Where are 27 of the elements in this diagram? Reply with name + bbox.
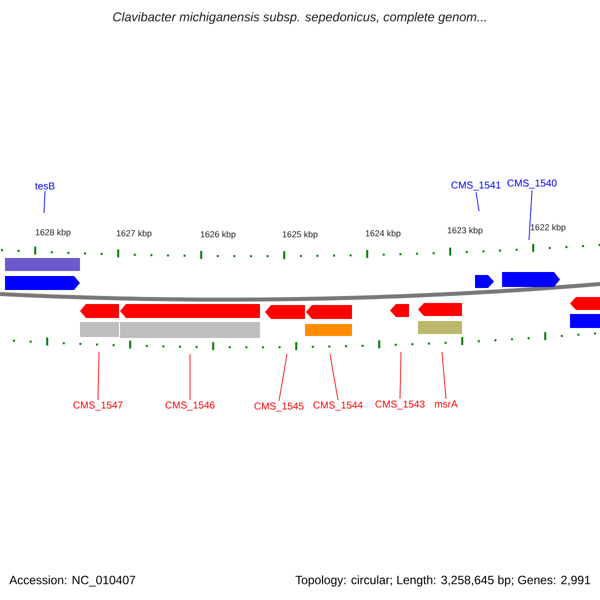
scale-label: 1628 kbp <box>36 228 70 238</box>
leader-line <box>278 354 288 402</box>
gene-label: tesB <box>35 182 54 190</box>
accession-text: Accession: NC_010407 <box>9 575 136 587</box>
leader-line <box>44 190 46 214</box>
leader-line <box>476 192 480 212</box>
leader-line <box>528 190 532 240</box>
scale-label: 1626 kbp <box>200 230 236 240</box>
gene-label: CMS_1546 <box>166 402 215 410</box>
leader-line <box>400 352 402 400</box>
leader-line <box>98 352 100 400</box>
gene-label: CMS_1544 <box>314 402 363 410</box>
scale-label: 1623 kbp <box>448 226 482 236</box>
scale-label: 1625 kbp <box>282 230 318 240</box>
scale-label: 1622 kbp <box>530 224 566 232</box>
gene-label: CMS_1547 <box>74 402 122 410</box>
title: Clavibacter michiganensis subsp. sepedonicus, complete genom... <box>113 12 486 24</box>
gene-label: CMS_1540 <box>508 180 557 188</box>
genome-info-text: Topology: circular; Length: 3,258,645 bp; Genes: 2,991 <box>295 575 590 587</box>
scale-label: 1627 kbp <box>116 230 152 238</box>
gene-label: CMS_1543 <box>376 400 425 410</box>
gene-label: CMS_1545 <box>254 402 304 412</box>
leader-line <box>442 352 446 400</box>
leader-line <box>330 354 338 400</box>
scale-label: 1624 kbp <box>366 230 400 238</box>
gene-label: CMS_1541 <box>452 182 501 190</box>
gene-label: msrA <box>435 400 458 408</box>
